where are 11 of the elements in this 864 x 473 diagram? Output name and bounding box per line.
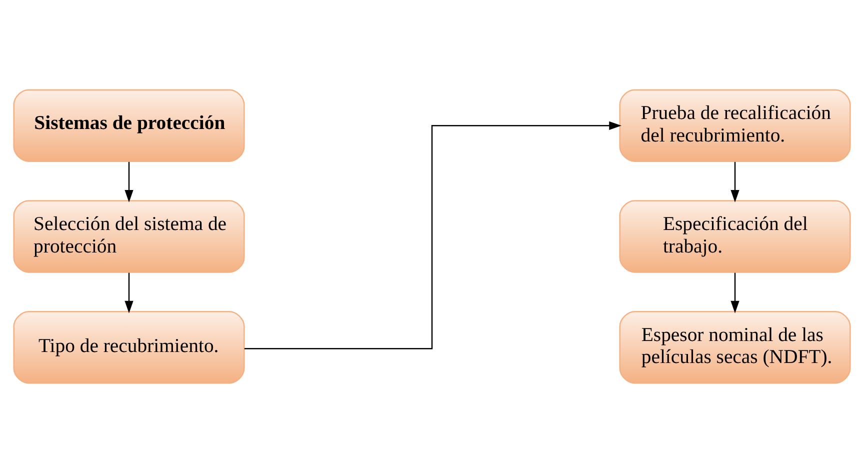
node-box: Especificación del trabajo. [619, 200, 851, 273]
arrow [124, 162, 134, 202]
node-box: Prueba de recalificación del recubrimiento. [619, 89, 851, 162]
arrow [730, 162, 740, 202]
arrow [730, 272, 740, 314]
node-box: Selección del sistema de protección [13, 200, 245, 273]
node-box: Espesor nominal de las películas secas (NDFT). [619, 311, 851, 384]
node-box: Sistemas de protección [13, 89, 245, 162]
arrow [244, 121, 622, 350]
arrow [124, 272, 134, 314]
node-box: Tipo de recubrimiento. [13, 311, 245, 384]
